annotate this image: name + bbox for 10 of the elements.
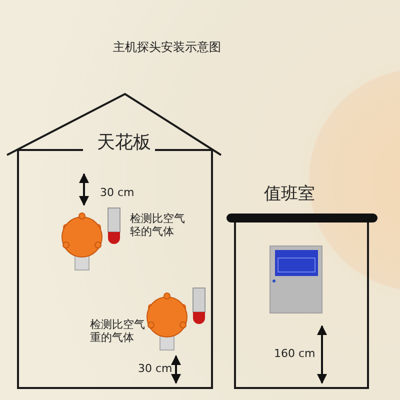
- dimension-label: 30 cm: [138, 362, 172, 376]
- note-text: 检测比空气轻的气体: [130, 212, 186, 238]
- note-text: 检测比空气重的气体: [90, 318, 146, 344]
- dimension-label: 160 cm: [274, 347, 316, 360]
- room-outline: [226, 184, 378, 390]
- ceiling-label: 天花板: [97, 132, 151, 154]
- diagram-title: 主机探头安装示意图: [113, 40, 221, 54]
- room-label: 值班室: [264, 184, 315, 204]
- house-outline: [5, 92, 223, 390]
- dimension-label: 30 cm: [100, 186, 134, 200]
